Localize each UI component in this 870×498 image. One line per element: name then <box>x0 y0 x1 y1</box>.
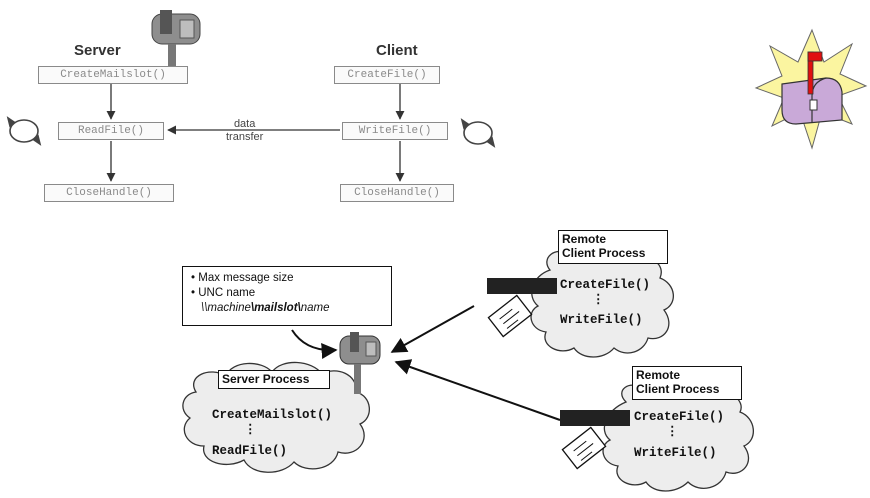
remote-client-2-label: Remote Client Process <box>632 366 742 400</box>
cycle-icon <box>460 118 496 148</box>
server-readfile-box: ReadFile() <box>58 122 164 140</box>
remote-1-call-writefile: WriteFile() <box>560 313 643 327</box>
unc-machine: machine <box>207 302 251 314</box>
remote-1-call-dots: ⋮ <box>592 293 605 307</box>
remote-client-1-line1: Remote <box>562 232 607 246</box>
client-createfile-box: CreateFile() <box>334 66 440 84</box>
starburst-mailbox-icon <box>754 28 868 150</box>
unc-name: name <box>300 302 330 314</box>
unc-sep-1: \ <box>250 302 255 314</box>
remote-2-call-dots: ⋮ <box>666 425 679 439</box>
remote-client-1-line2: Client Process <box>562 246 646 260</box>
mailbox-icon <box>339 332 381 394</box>
client-title: Client <box>376 42 418 59</box>
server-create-mailslot-box: CreateMailslot() <box>38 66 188 84</box>
mailbox-icon <box>151 10 201 70</box>
unc-prefix: \\ <box>201 302 208 314</box>
remote-client-2-line1: Remote <box>636 368 681 382</box>
server-process-label: Server Process <box>218 370 330 389</box>
incoming-arrow-1 <box>390 305 475 353</box>
remote-client-1-label: Remote Client Process <box>558 230 668 264</box>
note-unc-path: \\machine\mailslot\name <box>191 301 383 316</box>
remote-client-2-line2: Client Process <box>636 382 720 396</box>
unc-sep-2: \ <box>297 302 301 314</box>
server-call-readfile: ReadFile() <box>212 444 288 458</box>
unc-mailslot: mailslot <box>254 302 298 314</box>
note-bullet-1-text: Max message size <box>198 272 294 284</box>
note-bullet-2-text: UNC name <box>198 287 256 299</box>
server-closehandle-box: CloseHandle() <box>44 184 174 202</box>
client-closehandle-box: CloseHandle() <box>340 184 454 202</box>
server-title: Server <box>74 42 121 59</box>
note-connector-arrow <box>291 329 338 359</box>
cycle-icon <box>6 116 42 146</box>
transfer-label-line1: data <box>233 118 256 130</box>
remote-1-call-createfile: CreateFile() <box>560 278 651 292</box>
envelope-icon <box>487 294 533 338</box>
client-writefile-box: WriteFile() <box>342 122 448 140</box>
mailslot-properties-note: • Max message size • UNC name \\machine\… <box>182 266 392 326</box>
server-call-createmailslot: CreateMailslot() <box>212 408 333 422</box>
note-bullet-unc: • UNC name <box>191 287 256 299</box>
transfer-label-line2: transfer <box>226 131 264 143</box>
mail-slot-bar <box>487 278 557 294</box>
transfer-label: data transfer <box>226 118 263 144</box>
remote-2-call-writefile: WriteFile() <box>634 446 717 460</box>
incoming-arrow-2 <box>394 359 561 421</box>
mail-slot-bar <box>560 410 630 426</box>
server-call-dots: ⋮ <box>244 423 257 437</box>
envelope-icon <box>561 426 607 470</box>
note-bullet-max-size: • Max message size <box>191 272 294 284</box>
remote-2-call-createfile: CreateFile() <box>634 410 725 424</box>
